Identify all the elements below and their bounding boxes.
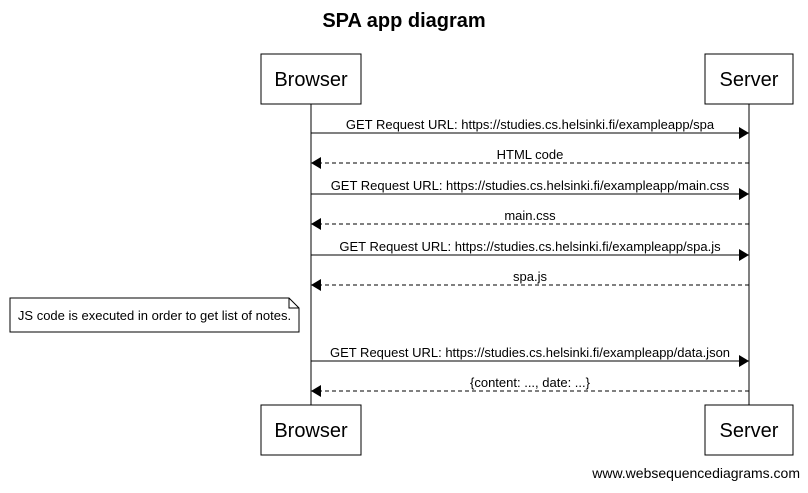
message-label-4: main.css [504, 208, 556, 223]
server-participant-box-top [704, 53, 794, 105]
message-label-9: {content: ..., date: ...} [470, 375, 591, 390]
browser-participant-label-bottom: Browser [274, 420, 348, 442]
browser-participant-label-top: Browser [274, 69, 348, 91]
message-label-8: GET Request URL: https://studies.cs.hels… [330, 345, 730, 360]
credit-text: www.websequencediagrams.com [592, 465, 800, 481]
server-participant-box-bottom [704, 404, 794, 456]
server-participant-label-top: Server [720, 69, 779, 91]
note-text: JS code is executed in order to get list… [18, 308, 291, 323]
browser-participant-box-top [260, 53, 362, 105]
message-label-5: GET Request URL: https://studies.cs.hels… [339, 239, 721, 254]
message-label-2: HTML code [497, 147, 564, 162]
server-participant-label-bottom: Server [720, 420, 779, 442]
note-box [9, 297, 300, 333]
browser-participant-box-bottom [260, 404, 362, 456]
message-label-3: GET Request URL: https://studies.cs.hels… [331, 178, 730, 193]
diagram-title: SPA app diagram [322, 10, 486, 32]
message-label-1: GET Request URL: https://studies.cs.hels… [346, 117, 715, 132]
message-label-6: spa.js [513, 269, 547, 284]
note-fold-corner [288, 298, 299, 309]
